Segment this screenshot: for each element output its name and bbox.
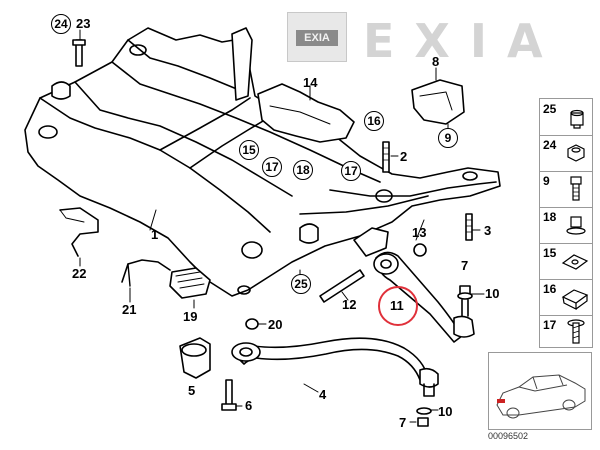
vehicle-thumbnail <box>488 352 592 430</box>
logo-badge: EXIA <box>287 12 347 62</box>
rubber-block-19 <box>169 267 211 299</box>
hex-nut-icon <box>567 144 585 162</box>
callout-18-circled[interactable]: 18 <box>293 160 313 180</box>
legend-item-25[interactable]: 25 <box>540 99 592 136</box>
callout-24-circled[interactable]: 24 <box>51 14 71 34</box>
callout-19[interactable]: 19 <box>183 309 198 324</box>
callout-20[interactable]: 20 <box>268 317 283 332</box>
callout-2[interactable]: 2 <box>400 149 408 164</box>
legend-item-24[interactable]: 24 <box>540 135 592 172</box>
callout-3[interactable]: 3 <box>484 223 492 238</box>
callout-9-circled[interactable]: 9 <box>438 128 458 148</box>
control-arm-11 <box>373 251 475 343</box>
logo-badge-text: EXIA <box>296 30 338 46</box>
bolt-2 <box>382 141 390 173</box>
callout-8[interactable]: 8 <box>432 54 440 69</box>
nut-7b <box>417 417 429 427</box>
flange-nut-icon <box>566 216 586 235</box>
bolt-23 <box>72 39 86 67</box>
callout-7-bottom[interactable]: 7 <box>399 415 407 430</box>
legend-label: 15 <box>543 246 557 260</box>
bolt-6 <box>221 379 237 411</box>
legend-label: 9 <box>543 174 550 188</box>
nut-13 <box>413 243 427 257</box>
bracket-21 <box>121 259 171 283</box>
callout-11[interactable]: 11 <box>390 298 404 313</box>
clip-nut-icon <box>561 254 589 270</box>
callout-17-circled-left[interactable]: 17 <box>262 157 282 177</box>
callout-5[interactable]: 5 <box>188 383 196 398</box>
callout-23[interactable]: 23 <box>76 16 91 31</box>
callout-12[interactable]: 12 <box>342 297 357 312</box>
legend-label: 18 <box>543 210 557 224</box>
callout-21[interactable]: 21 <box>122 302 137 317</box>
callout-25-circled[interactable]: 25 <box>291 274 311 294</box>
legend-label: 16 <box>543 282 557 296</box>
legend-label: 24 <box>543 138 557 152</box>
callout-6[interactable]: 6 <box>245 398 253 413</box>
callout-10-bottom[interactable]: 10 <box>438 404 453 419</box>
brand-logo: EXIA EXIA <box>287 12 587 68</box>
bolt-3 <box>465 213 473 241</box>
logo-wordmark: EXIA <box>363 14 563 68</box>
washer-20 <box>245 318 259 330</box>
callout-22[interactable]: 22 <box>72 266 87 281</box>
callout-14[interactable]: 14 <box>303 75 318 90</box>
callout-1[interactable]: 1 <box>151 227 159 242</box>
callout-7-top[interactable]: 7 <box>461 258 469 273</box>
bracket-8 <box>411 79 465 125</box>
leader-lines <box>79 29 485 423</box>
washer-10a <box>457 292 473 300</box>
legend-label: 17 <box>543 318 557 332</box>
nut-icon <box>570 109 584 129</box>
callout-17-circled-right[interactable]: 17 <box>341 161 361 181</box>
legend-label: 25 <box>543 102 557 116</box>
callout-4[interactable]: 4 <box>319 387 327 402</box>
bolt-12 <box>319 269 365 303</box>
diagram-reference-code: 00096502 <box>488 431 529 441</box>
callout-15-circled[interactable]: 15 <box>239 140 259 160</box>
control-arm-4 <box>231 337 439 397</box>
bracket-22 <box>59 207 99 257</box>
legend-item-9[interactable]: 9 <box>540 171 592 208</box>
heat-shield <box>257 83 355 143</box>
callout-10-top[interactable]: 10 <box>485 286 500 301</box>
highlight-ring <box>378 286 418 326</box>
callout-16-circled[interactable]: 16 <box>364 111 384 131</box>
legend-item-18[interactable]: 18 <box>540 207 592 244</box>
bolt-icon <box>570 176 582 201</box>
hardware-legend: 25 24 9 18 15 16 17 <box>539 98 593 348</box>
legend-item-17[interactable]: 17 <box>540 315 592 351</box>
car-icon <box>496 374 586 419</box>
legend-item-15[interactable]: 15 <box>540 243 592 280</box>
washer-10b <box>416 407 432 415</box>
callout-13[interactable]: 13 <box>412 225 427 240</box>
clip-nut-icon <box>561 289 589 310</box>
rubber-mount-5 <box>179 337 211 379</box>
screw-icon <box>567 319 585 344</box>
legend-item-16[interactable]: 16 <box>540 279 592 316</box>
